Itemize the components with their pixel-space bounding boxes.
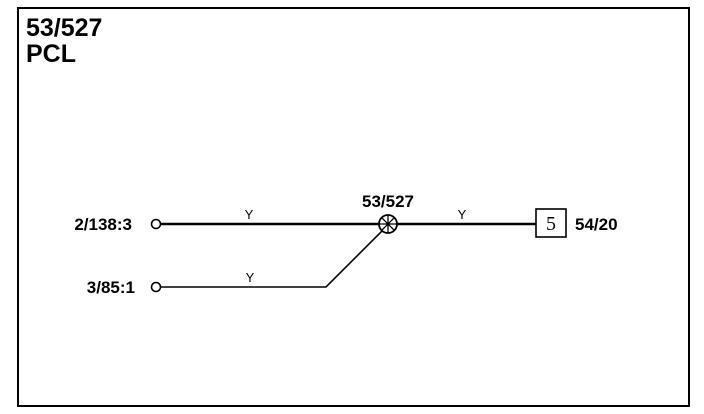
splice-icon [378, 214, 398, 234]
diagram-frame [17, 7, 690, 407]
connector-label: 54/20 [575, 215, 618, 234]
output-wire-color-code: Y [458, 207, 467, 222]
wire-2 [161, 228, 385, 288]
wire-1-color-code: Y [245, 207, 254, 222]
connector-pin-number: 5 [546, 213, 556, 235]
connector-box [535, 208, 567, 238]
wire-2-terminal [150, 281, 162, 293]
diagram-title: 53/527 [26, 14, 103, 42]
diagram-subtitle: PCL [26, 40, 76, 68]
wire-1-source-label: 2/138:3 [74, 215, 132, 234]
wire-2-source-label: 3/85:1 [87, 278, 135, 297]
wire-1-terminal [150, 218, 162, 230]
splice-label: 53/527 [362, 192, 414, 211]
wire-2-color-code: Y [246, 270, 255, 285]
